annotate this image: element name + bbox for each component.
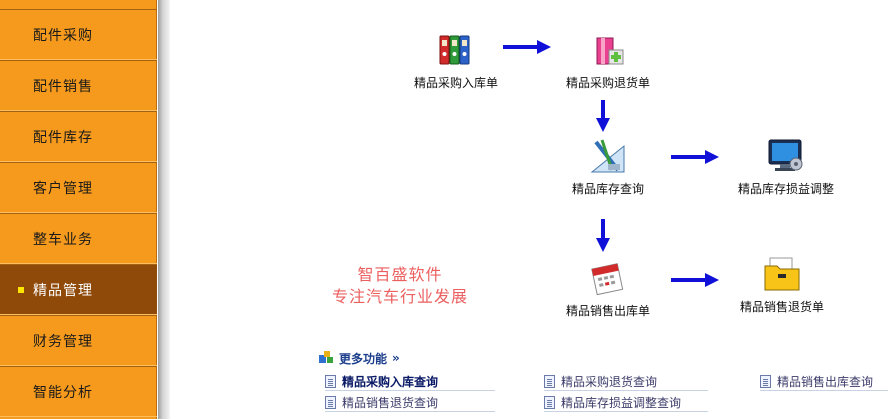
drafting-tools-icon (588, 136, 628, 176)
link-label: 精品采购入库查询 (342, 374, 439, 389)
sidebar-item-parts-inventory[interactable]: 配件库存 (0, 111, 157, 162)
more-functions-header: 更多功能 » (318, 350, 400, 366)
document-icon (544, 374, 555, 388)
sidebar-item-label: 配件销售 (33, 78, 93, 95)
node-purchase-in[interactable]: 精品采购入库单 (408, 30, 504, 91)
node-label: 精品销售出库单 (565, 304, 650, 318)
folder-icon (762, 254, 802, 294)
sidebar-item-vehicle[interactable]: 整车业务 (0, 213, 157, 264)
link-label: 精品库存损益调整查询 (561, 395, 682, 410)
link-label: 精品销售出库查询 (777, 374, 874, 389)
sidebar-item-label: 财务管理 (33, 333, 93, 350)
node-label: 精品采购入库单 (413, 76, 498, 90)
sidebar-divider (158, 0, 170, 419)
gift-box-icon (588, 30, 628, 70)
sidebar-item-label: 精品管理 (33, 282, 93, 299)
arrow-down (596, 219, 610, 253)
sidebar-item-finance[interactable]: 财务管理 (0, 315, 157, 366)
node-label: 精品销售退货单 (739, 300, 824, 314)
link-boutique-stock-adjust-query[interactable]: 精品库存损益调整查询 (544, 393, 708, 412)
slogan-line-1: 智百盛软件 (357, 265, 443, 284)
arrow-down (596, 100, 610, 132)
document-icon (544, 395, 555, 409)
sidebar-item-analytics[interactable]: 智能分析 (0, 366, 157, 417)
document-icon (760, 374, 771, 388)
document-icon (325, 374, 336, 388)
sidebar: 配件采购 配件销售 配件库存 客户管理 整车业务 精品管理 财务管理 智能分析 (0, 0, 157, 419)
node-stock-adjust[interactable]: 精品库存损益调整 (734, 136, 838, 197)
link-boutique-sales-return-query[interactable]: 精品销售退货查询 (325, 393, 495, 412)
node-sales-return[interactable]: 精品销售退货单 (734, 254, 830, 315)
arrow-right (671, 273, 719, 287)
arrow-right (503, 40, 551, 54)
active-marker (18, 287, 24, 293)
node-label: 精品采购退货单 (565, 76, 650, 90)
node-label: 精品库存查询 (571, 182, 644, 196)
double-chevron-icon: » (392, 351, 400, 365)
sidebar-item-customer[interactable]: 客户管理 (0, 162, 157, 213)
monitor-gear-icon (766, 136, 806, 176)
blocks-icon (318, 350, 334, 367)
document-icon (325, 395, 336, 409)
sidebar-item-label: 智能分析 (33, 384, 93, 401)
node-sales-out[interactable]: 精品销售出库单 (560, 258, 656, 319)
link-boutique-purchase-return-query[interactable]: 精品采购退货查询 (544, 372, 708, 391)
sidebar-item-parts-sales[interactable]: 配件销售 (0, 60, 157, 111)
link-boutique-purchase-in-query[interactable]: 精品采购入库查询 (325, 372, 495, 391)
sidebar-item-label: 配件库存 (33, 129, 93, 146)
sidebar-item-parts-purchase[interactable]: 配件采购 (0, 9, 157, 60)
company-slogan: 智百盛软件 专注汽车行业发展 (310, 264, 490, 308)
node-purchase-return[interactable]: 精品采购退货单 (560, 30, 656, 91)
link-label: 精品采购退货查询 (561, 374, 658, 389)
node-label: 精品库存损益调整 (737, 182, 834, 196)
binders-icon (436, 30, 476, 70)
link-label: 精品销售退货查询 (342, 395, 439, 410)
more-functions-title: 更多功能 (339, 351, 388, 366)
arrow-right (671, 150, 719, 164)
sidebar-item-label: 整车业务 (33, 231, 93, 248)
link-boutique-sales-out-query[interactable]: 精品销售出库查询 (760, 372, 888, 391)
sidebar-item-boutique[interactable]: 精品管理 (0, 264, 157, 315)
sidebar-item-label: 配件采购 (33, 27, 93, 44)
node-stock-query[interactable]: 精品库存查询 (565, 136, 651, 197)
slogan-line-2: 专注汽车行业发展 (331, 287, 468, 306)
sidebar-item-label: 客户管理 (33, 180, 93, 197)
calendar-icon (588, 258, 628, 298)
